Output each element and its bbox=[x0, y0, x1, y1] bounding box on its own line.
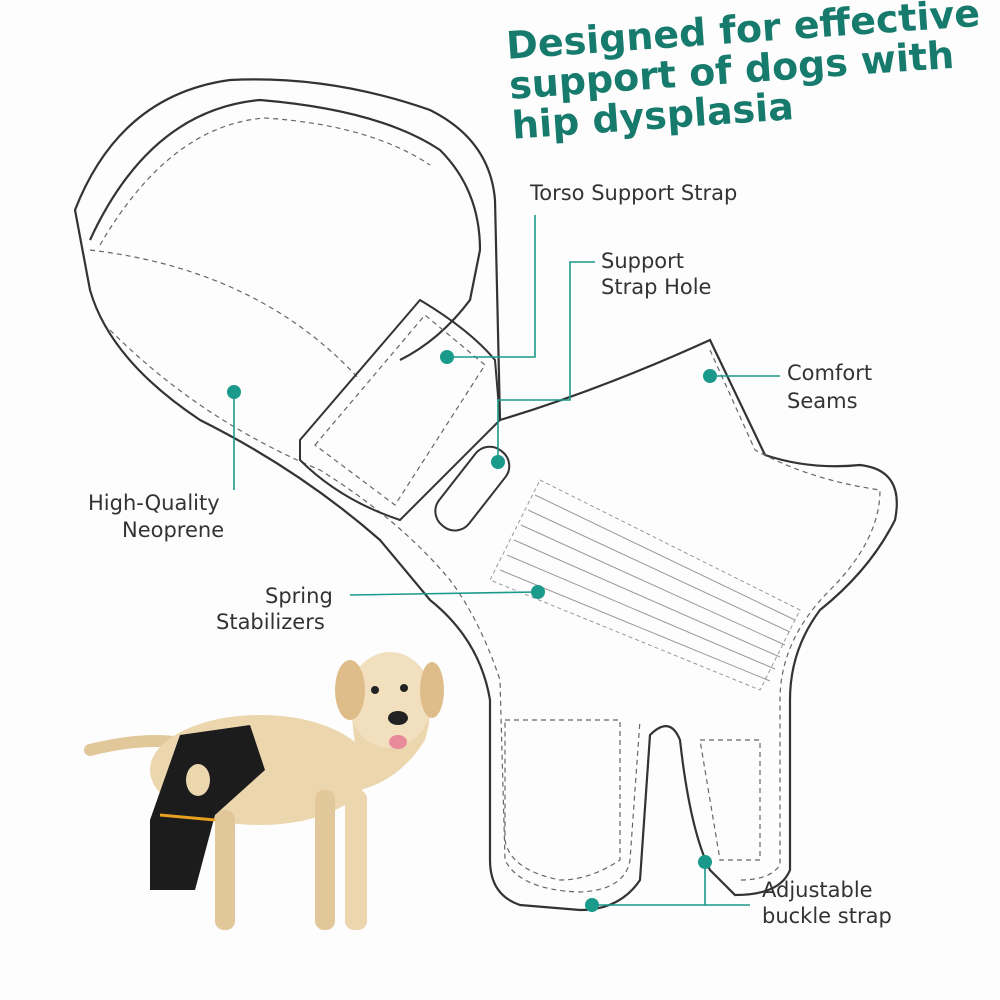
callout-lines bbox=[233, 215, 780, 906]
label-torso-support-strap: Torso Support Strap bbox=[530, 181, 738, 205]
label-comfort-seams-1: Comfort bbox=[787, 361, 873, 385]
torso-support-strap bbox=[299, 298, 502, 522]
support-strap-hole bbox=[434, 445, 511, 532]
brace-outline bbox=[73, 78, 898, 912]
dog-photo bbox=[84, 652, 444, 930]
label-comfort-seams-2: Seams bbox=[787, 389, 858, 413]
callout-dots bbox=[227, 350, 717, 912]
label-buckle-strap-1: Adjustable bbox=[762, 878, 873, 902]
label-neoprene-1: High-Quality bbox=[88, 491, 220, 515]
label-support-strap-hole-2: Strap Hole bbox=[601, 275, 712, 299]
label-buckle-strap-2: buckle strap bbox=[762, 904, 892, 928]
label-neoprene-2: Neoprene bbox=[122, 518, 225, 542]
comfort-seams bbox=[89, 117, 881, 893]
spring-stabilizer-panel bbox=[489, 479, 801, 691]
label-spring-stabilizers-2: Stabilizers bbox=[216, 610, 325, 634]
label-spring-stabilizers-1: Spring bbox=[265, 584, 333, 608]
label-support-strap-hole-1: Support bbox=[601, 249, 685, 273]
